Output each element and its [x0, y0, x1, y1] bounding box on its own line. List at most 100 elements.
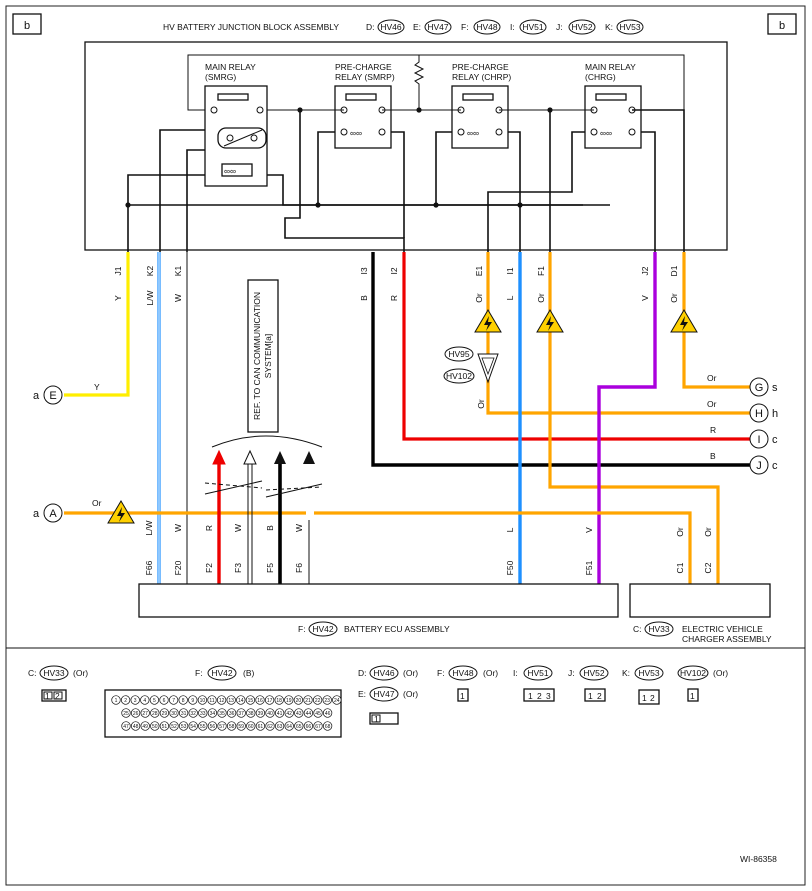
legend-f-pin-number: 68 [325, 724, 331, 730]
chg-conn-oval [644, 621, 674, 637]
legend-f-pin-number: 30 [171, 711, 177, 717]
wire-label-or-h: Or [707, 399, 717, 409]
legend-f-pin-number: 20 [296, 698, 302, 704]
ecu-color-f20: W [173, 524, 183, 532]
legend-f-pin-circle [236, 708, 246, 718]
wire-label-r-i: R [710, 425, 716, 435]
legend-e-code: HV47 [373, 689, 395, 699]
legend-i-code: HV51 [527, 668, 549, 678]
relay-smrg-sub: (SMRG) [205, 72, 236, 82]
legend-k-pin1: 1 [642, 693, 647, 703]
legend-f-pin-circle [274, 695, 284, 705]
hv-warning-icon [474, 309, 502, 333]
legend-f-pin-number: 46 [325, 711, 331, 717]
legend-j-code: HV52 [583, 668, 605, 678]
legend-f-pin-number: 55 [200, 724, 206, 730]
charger-name-line1: ELECTRIC VEHICLE [682, 624, 763, 634]
can-ref-line2: SYSTEM[a] [263, 334, 273, 378]
relay-smrg-label: MAIN RELAY [205, 62, 256, 72]
legend-f-pin-circle [303, 721, 314, 731]
legend-d-suffix: (Or) [403, 668, 418, 678]
left-ref-a-letter: A [49, 508, 57, 520]
legend-f-pin-number: 6 [163, 698, 166, 704]
legend-i-pin2: 2 [537, 691, 542, 701]
legend-j-pin1: 1 [588, 691, 593, 701]
legend-f-pin-circle [332, 695, 342, 705]
relay-smrp-sub: RELAY (SMRP) [335, 72, 395, 82]
page-tag-left-text: b [24, 20, 30, 32]
can-ref-line1: REF. TO CAN COMMUNICATION [252, 292, 262, 420]
svg-text:∞∞: ∞∞ [600, 128, 612, 138]
wire-label-or-e1: Or [476, 399, 486, 409]
jb-color-i1: L [505, 295, 515, 300]
legend-f48-suffix: (Or) [483, 668, 498, 678]
legend-f-pin-circle [111, 695, 121, 705]
legend-f-pin-circle [150, 721, 160, 731]
legend-hv102-suffix: (Or) [713, 668, 728, 678]
legend-f-pin-circle [207, 695, 217, 705]
legend-j-prefix: J: [568, 668, 575, 678]
ecu-conn-prefix: F: [298, 624, 306, 634]
conn-e-code: HV47 [427, 22, 449, 32]
legend-f-code: HV42 [211, 668, 233, 678]
legend-f-pin-number: 66 [306, 724, 312, 730]
wire-color-labels: Y Or Or Or Or R B [92, 373, 717, 508]
legend-f-pin-number: 3 [134, 698, 137, 704]
legend-f-pin-circle [312, 695, 323, 705]
legend-f-pin-number: 42 [286, 711, 292, 717]
jb-pin-i2: I2 [389, 267, 399, 274]
relay-smrg: ∞∞ [204, 85, 268, 187]
legend-d-prefix: D: [358, 668, 367, 678]
relay-smrp: ∞∞ [334, 85, 392, 149]
jb-pin-e1: E1 [474, 266, 484, 277]
legend-f-pin-circle [293, 695, 304, 705]
legend-f-pin-number: 25 [123, 711, 129, 717]
document-id: WI-86358 [740, 854, 777, 864]
jb-color-f1: Or [536, 293, 546, 303]
legend-f-pin-circle [216, 695, 227, 705]
legend-f-pin-circle [274, 721, 285, 731]
legend-f-pin-circle [322, 721, 333, 731]
ecu-color-f3: W [233, 524, 243, 532]
legend-f-pin-number: 35 [219, 711, 225, 717]
chg-pin-c2: C2 [703, 562, 713, 573]
legend-f-pin-circle [150, 708, 160, 718]
jb-color-j2: V [640, 295, 650, 301]
legend-f-pin-number: 43 [296, 711, 302, 717]
right-ref-h-letter: H [755, 408, 763, 420]
legend-f-pin-number: 29 [162, 711, 168, 717]
legend-d-code: HV46 [373, 668, 395, 678]
legend-f-pin-circle [245, 695, 256, 705]
legend-f-pin-number: 37 [238, 711, 244, 717]
legend-f-pin-number: 26 [133, 711, 139, 717]
wire-violet-j2 [597, 252, 657, 585]
legend-f-pin-circle [188, 695, 198, 705]
legend-f-pin-circle [188, 708, 198, 718]
relay-chrp-label: PRE-CHARGE [452, 62, 509, 72]
ecu-pin-f3: F3 [233, 563, 243, 573]
legend-f-pin-circle [255, 708, 266, 718]
legend-f-pin-number: 32 [190, 711, 196, 717]
legend-f-pin-number: 51 [162, 724, 168, 730]
legend-c-code: HV33 [43, 668, 65, 678]
right-ref-g-letter: G [755, 382, 764, 394]
legend-f-pin-circle [255, 721, 266, 731]
legend-f-suffix: (B) [243, 668, 255, 678]
legend-f-pin-number: 4 [143, 698, 146, 704]
ecu-pin-f20: F20 [173, 560, 183, 575]
legend-i-pin1: 1 [528, 691, 533, 701]
legend-f-pin-number: 33 [200, 711, 206, 717]
conn-e-prefix: E: [413, 22, 421, 32]
jb-color-j1: Y [113, 295, 123, 301]
legend-f-pin-number: 44 [306, 711, 312, 717]
can-arrow-black2 [303, 451, 315, 464]
ecu-pin-f6: F6 [294, 563, 304, 573]
junction-connector-list: D: HV46 E: HV47 F: HV48 I: HV51 J: HV52 … [366, 19, 644, 35]
legend-f-pin-circle [130, 721, 141, 731]
chg-color-c2: Or [703, 527, 713, 537]
legend-f-pin-number: 24 [334, 698, 340, 704]
legend-f-pin-circle [178, 708, 189, 718]
legend-f-pin-circle [322, 695, 332, 705]
relay-chrg-label: MAIN RELAY [585, 62, 636, 72]
